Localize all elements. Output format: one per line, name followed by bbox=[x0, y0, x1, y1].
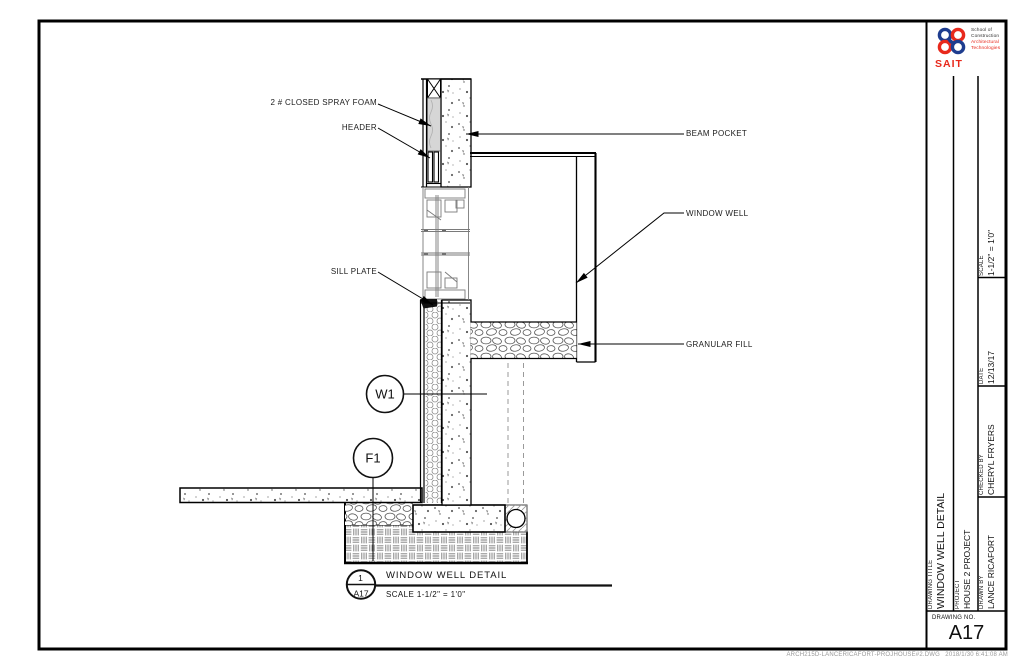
label-granular-fill: GRANULAR FILL bbox=[686, 339, 753, 349]
footer-timestamp: 2018/1/30 6:41:08 AM bbox=[945, 651, 1008, 658]
sait-org-text: School of Construction Architectural Tec… bbox=[971, 28, 1000, 52]
leader-lines bbox=[372, 103, 684, 561]
earth-fill-hatch bbox=[344, 503, 528, 565]
sait-logo: SAIT School of Construction Architectura… bbox=[930, 24, 1006, 74]
field-drawing-no: DRAWING NO. A17 bbox=[929, 613, 1004, 648]
floor-tag-callout: F1 bbox=[352, 437, 394, 479]
detail-title-bubble: 1 A17 bbox=[345, 569, 612, 600]
drain-tile bbox=[504, 504, 528, 533]
detail-number-text: 1 bbox=[358, 573, 363, 583]
label-window-well: WINDOW WELL bbox=[686, 208, 749, 218]
field-drawing-no-value: A17 bbox=[948, 622, 985, 644]
field-drawing-title: DRAWING TITLE WINDOW WELL DETAIL bbox=[928, 455, 953, 609]
logo-dept-line1: Architectural bbox=[971, 39, 999, 45]
field-date-value: 12/13/17 bbox=[986, 350, 997, 384]
sait-brand-text: SAIT bbox=[935, 58, 963, 70]
wood-blocking bbox=[427, 78, 441, 99]
footing bbox=[412, 504, 506, 533]
field-date-label: DATE bbox=[979, 367, 985, 384]
air-barrier-lines bbox=[419, 79, 428, 503]
field-project: PROJECT HOUSE 2 PROJECT bbox=[955, 490, 978, 609]
hidden-drain-lines bbox=[507, 363, 524, 504]
field-scale-label: SCALE bbox=[979, 255, 985, 276]
detail-caption-title: WINDOW WELL DETAIL bbox=[386, 570, 508, 581]
field-checked-by-value: CHERYL FRYERS bbox=[986, 424, 997, 495]
logo-school-line2: Construction bbox=[971, 33, 1000, 39]
wall-tag-callout: W1 bbox=[365, 374, 405, 414]
field-scale: SCALE 1-1/2" = 1'0" bbox=[979, 170, 1004, 276]
detail-sheet-text: A17 bbox=[353, 589, 368, 599]
floor-slab bbox=[179, 487, 423, 504]
label-sill-plate: SILL PLATE bbox=[330, 266, 377, 276]
field-project-value: HOUSE 2 PROJECT bbox=[961, 529, 972, 609]
insulation-strip bbox=[425, 300, 443, 503]
gravel-under-slab bbox=[345, 503, 413, 525]
detail-caption-scale: SCALE 1-1/2" = 1'0" bbox=[386, 589, 466, 599]
title-block-lines bbox=[925, 21, 1005, 649]
label-header: HEADER bbox=[341, 122, 377, 132]
logo-dept-line2: Technologies bbox=[971, 45, 1001, 51]
sait-logo-knot bbox=[937, 27, 966, 55]
field-project-label: PROJECT bbox=[954, 579, 961, 609]
label-spray-foam: 2 # CLOSED SPRAY FOAM bbox=[270, 98, 377, 107]
header-member bbox=[427, 151, 441, 185]
floor-tag-text: F1 bbox=[365, 451, 380, 466]
window-frame-section bbox=[420, 186, 471, 309]
footer-file-name: ARCH215D-LANCERICAFORT-PROJHOUSE#2.DWG bbox=[786, 651, 940, 658]
field-checked-by-label: CHECKED BY bbox=[979, 453, 985, 495]
field-drawing-title-value: WINDOW WELL DETAIL bbox=[935, 492, 948, 609]
logo-school-line1: School of bbox=[971, 28, 992, 33]
label-beam-pocket: BEAM POCKET bbox=[686, 129, 748, 138]
wall-tag-text: W1 bbox=[375, 387, 395, 402]
field-drawing-no-label: DRAWING NO. bbox=[932, 615, 976, 621]
field-drawn-by: DRAWN BY LANCE RICAFORT bbox=[979, 518, 1004, 609]
field-checked-by: CHECKED BY CHERYL FRYERS bbox=[979, 408, 1004, 495]
granular-fill-hatch bbox=[470, 321, 577, 360]
spray-foam-fill bbox=[427, 97, 441, 152]
field-date: DATE 12/13/17 bbox=[979, 305, 1004, 384]
sheet-border bbox=[37, 19, 1008, 651]
field-scale-value: 1-1/2" = 1'0" bbox=[986, 229, 997, 276]
field-drawn-by-value: LANCE RICAFORT bbox=[986, 535, 997, 609]
field-drawn-by-label: DRAWN BY bbox=[979, 575, 985, 609]
field-drawing-title-label: DRAWING TITLE bbox=[928, 559, 934, 609]
